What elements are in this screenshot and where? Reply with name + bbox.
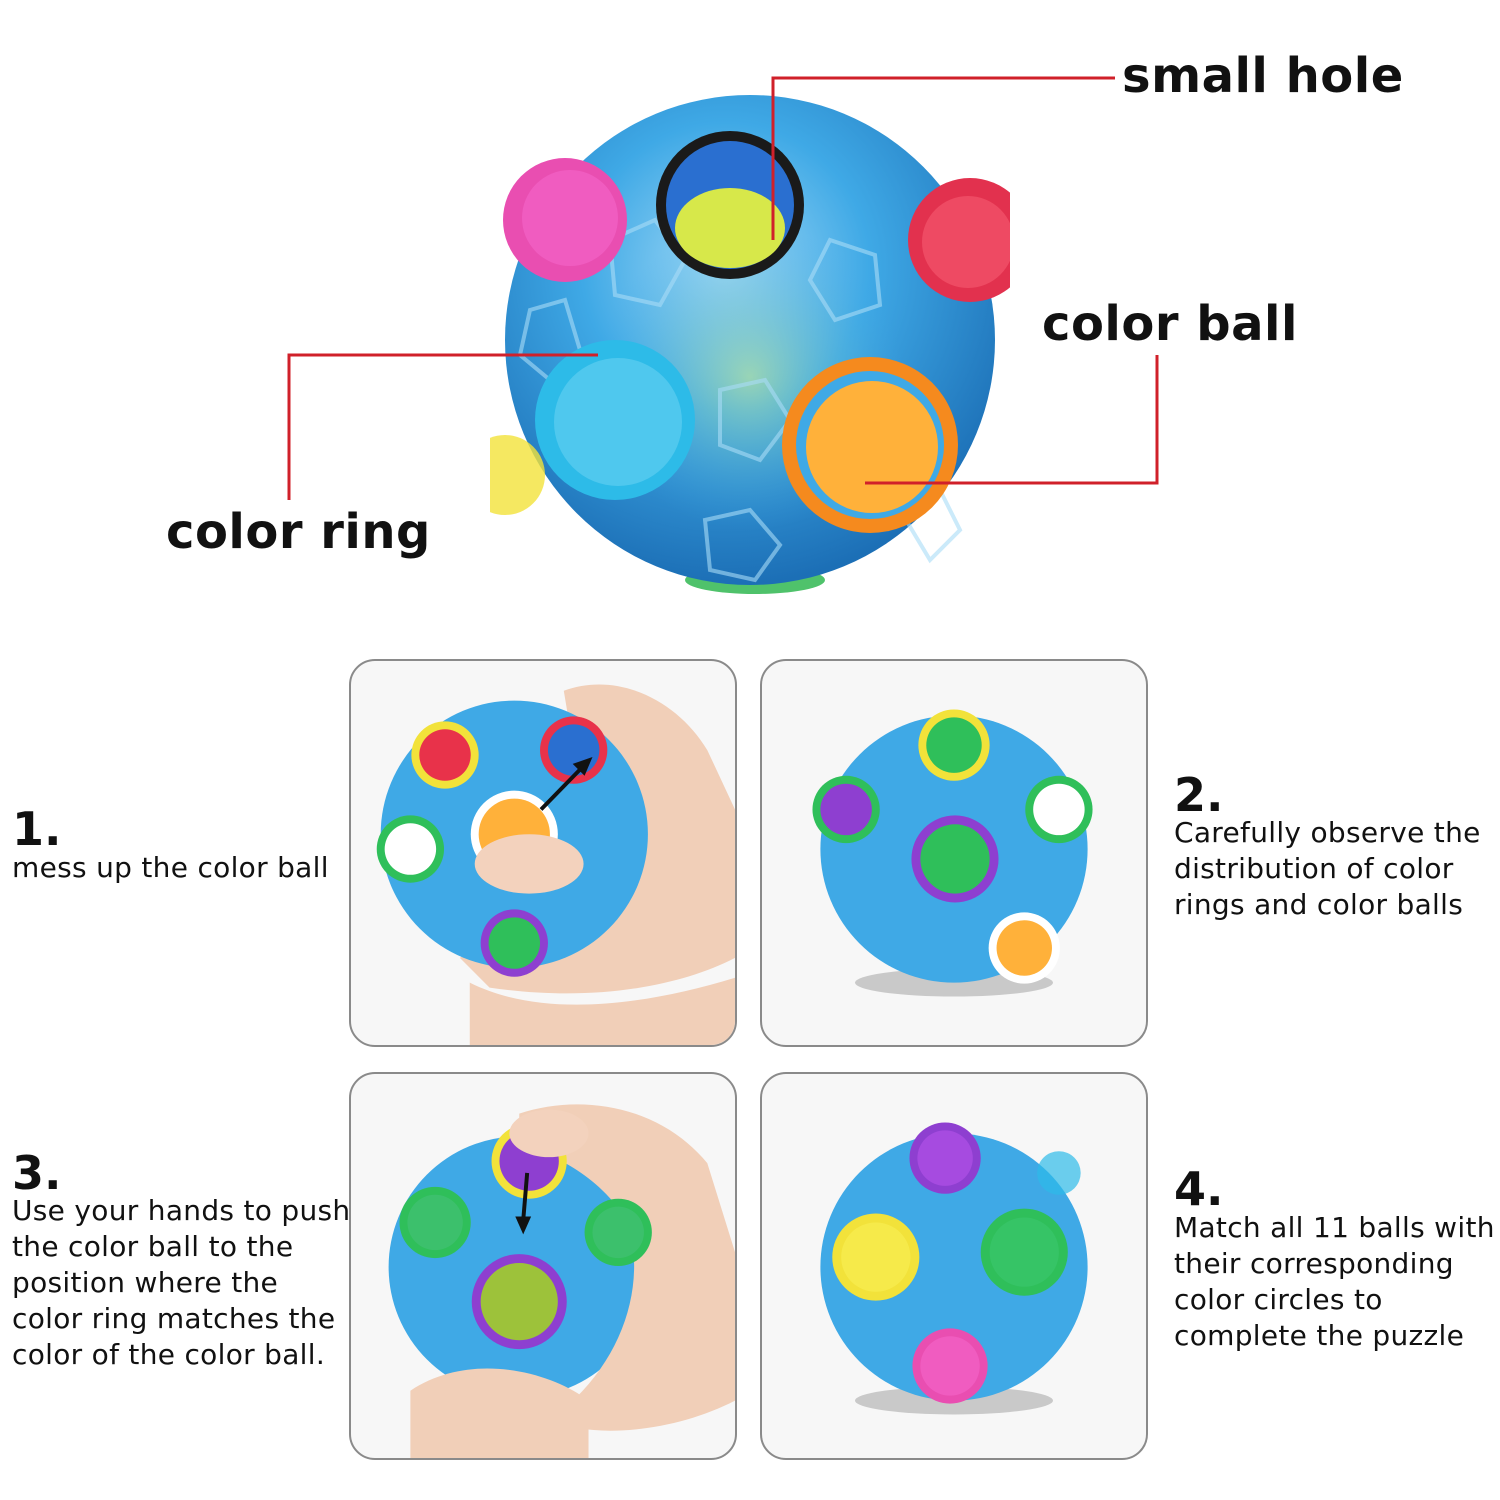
step-3-line: color ring matches the [12,1302,336,1335]
step-4-description: Match all 11 balls with their correspond… [1174,1210,1495,1354]
color-ring-label: color ring [166,504,431,560]
small-hole-label: small hole [1122,48,1404,104]
step-4-illustration [820,1122,1088,1415]
step-3-number: 3. [12,1146,62,1200]
step-2-line: rings and color balls [1174,888,1464,921]
step-2-photo [760,659,1148,1047]
step-4-line: their corresponding [1174,1247,1454,1280]
step-2-line: distribution of color [1174,852,1454,885]
step-2-line: Carefully observe the [1174,816,1481,849]
step-3-line: color of the color ball. [12,1338,326,1371]
step-3-line: position where the [12,1266,279,1299]
step-2-number: 2. [1174,768,1224,822]
step-1-description: mess up the color ball [12,850,329,886]
step-3-illustration [388,1104,735,1458]
step-1-number: 1. [12,802,62,856]
step-4-number: 4. [1174,1162,1224,1216]
step-1-photo [349,659,737,1047]
step-3-line: the color ball to the [12,1230,294,1263]
hero-product-image [465,90,1032,600]
color-ball-label: color ball [1042,296,1298,352]
step-4-photo [760,1072,1148,1460]
step-2-description: Carefully observe the distribution of co… [1174,815,1481,923]
step-3-description: Use your hands to push the color ball to… [12,1193,350,1373]
step-1-line: mess up the color ball [12,851,329,884]
step-1-illustration [376,684,735,1045]
step-4-line: color circles to [1174,1283,1383,1316]
rainbow-ball-illustration [465,95,1032,594]
step-3-line: Use your hands to push [12,1194,351,1227]
step-3-photo [349,1072,737,1460]
step-2-illustration [812,709,1093,997]
step-4-line: complete the puzzle [1174,1319,1465,1352]
step-4-line: Match all 11 balls with [1174,1211,1495,1244]
